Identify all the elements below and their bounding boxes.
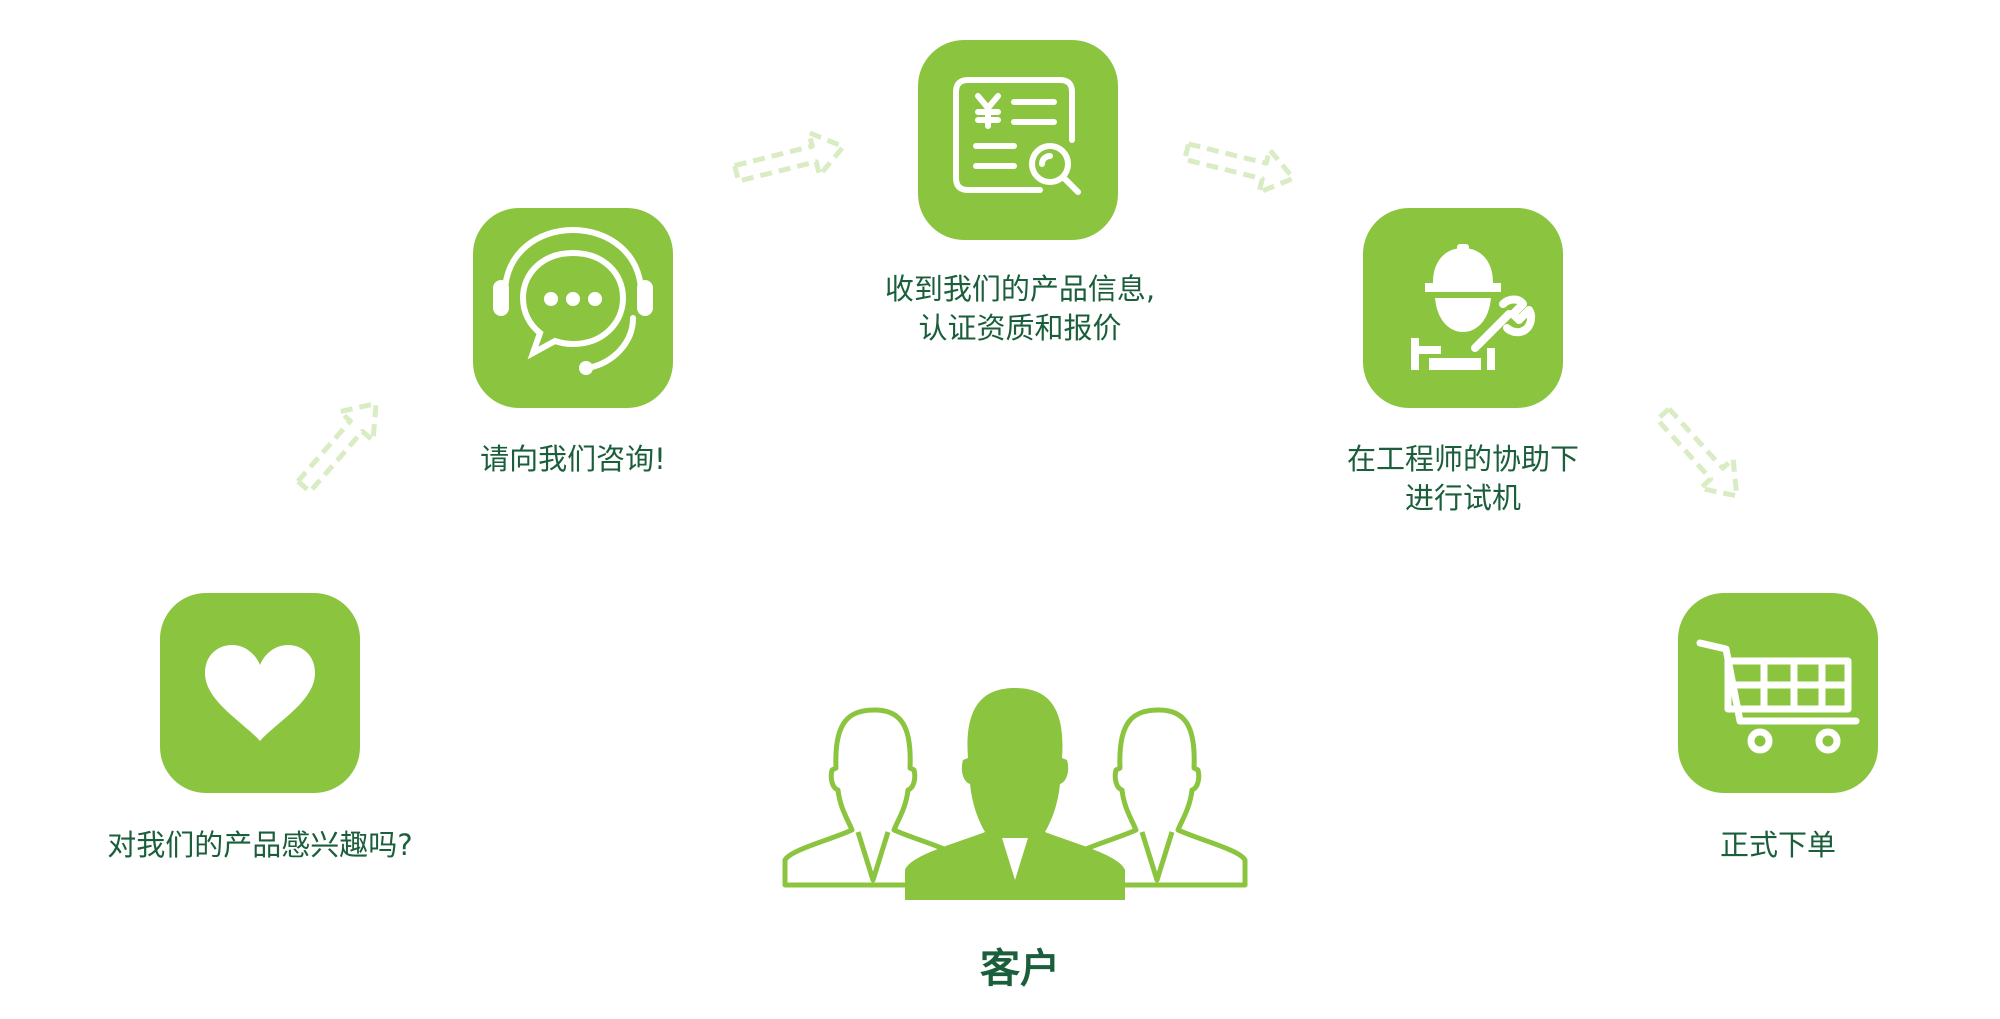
customer-label: 客户 bbox=[980, 946, 1060, 992]
shopping-cart-icon bbox=[1696, 639, 1860, 754]
step-order-label: 正式下单 bbox=[1598, 826, 1958, 865]
step-consult-tile bbox=[473, 208, 673, 408]
step-interest-tile bbox=[160, 593, 360, 793]
step-quote-label: 收到我们的产品信息, 认证资质和报价 bbox=[840, 270, 1200, 348]
step-trial-tile bbox=[1363, 208, 1563, 408]
quotation-search-icon bbox=[953, 77, 1081, 195]
step-trial-line-1: 在工程师的协助下 bbox=[1346, 442, 1579, 476]
step-quote-tile bbox=[918, 40, 1118, 240]
arrow-interest-to-consult bbox=[295, 400, 379, 495]
arrow-consult-to-quote bbox=[732, 130, 846, 184]
step-trial-line-2: 进行试机 bbox=[1404, 481, 1521, 515]
step-consult-label: 请向我们咨询! bbox=[413, 440, 733, 479]
step-interest-label: 对我们的产品感兴趣吗? bbox=[50, 826, 470, 865]
engineer-icon bbox=[1411, 244, 1536, 370]
step-order-tile bbox=[1678, 593, 1878, 793]
arrow-trial-to-order bbox=[1654, 406, 1740, 499]
heart-icon bbox=[205, 645, 315, 741]
customers-group-icon bbox=[782, 688, 1248, 900]
headset-chat-icon bbox=[493, 226, 653, 375]
step-trial-label: 在工程师的协助下 进行试机 bbox=[1293, 440, 1633, 518]
arrow-quote-to-trial bbox=[1182, 141, 1296, 195]
step-quote-line-2: 认证资质和报价 bbox=[918, 311, 1122, 345]
step-consult-line-1: 请向我们咨询! bbox=[480, 442, 666, 476]
step-order-line-1: 正式下单 bbox=[1719, 828, 1836, 862]
step-interest-line-1: 对我们的产品感兴趣吗? bbox=[107, 828, 413, 862]
step-quote-line-1: 收到我们的产品信息, bbox=[884, 272, 1156, 306]
